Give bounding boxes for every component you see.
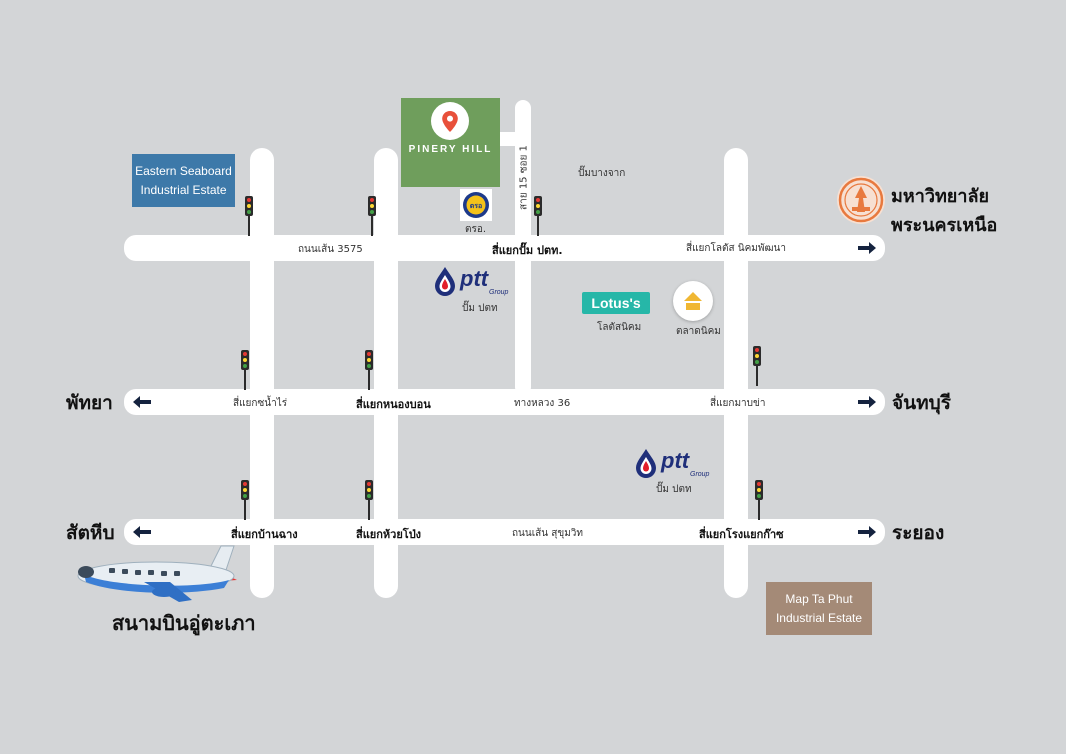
ptt-junction-label: สี่แยกปั๊ม ปตท. bbox=[492, 244, 563, 257]
ptt-group-text: Group bbox=[489, 289, 509, 296]
airport-label: สนามบินอู่ตะเภา bbox=[112, 611, 256, 635]
police-label: ตรอ. bbox=[465, 224, 487, 235]
ptt2-label: ปั๊ม ปตท bbox=[656, 484, 692, 495]
lotus-logo[interactable]: Lotus's bbox=[582, 292, 650, 314]
nongbon-label: สี่แยกหนองบอน bbox=[356, 398, 431, 411]
arrow-left-icon bbox=[133, 526, 151, 538]
bangchak-label: ปั๊มบางจาก bbox=[578, 168, 626, 179]
road-vertical-2 bbox=[374, 148, 398, 598]
market-label: ตลาดนิคม bbox=[676, 326, 721, 337]
rongkas-label: สี่แยกโรงแยกก๊าซ bbox=[699, 528, 784, 541]
pinery-hill-marker[interactable]: PINERY HILL bbox=[401, 98, 500, 187]
traffic-light-icon bbox=[365, 350, 373, 390]
lotus-junction-label: สี่แยกโลตัส นิคมพัฒนา bbox=[686, 243, 786, 254]
lotus-label: โลตัสนิคม bbox=[597, 322, 642, 333]
road-soi-branch bbox=[498, 132, 524, 146]
road-vertical-3 bbox=[724, 148, 748, 598]
traffic-light-icon bbox=[368, 196, 376, 236]
ptt-station-2[interactable]: ptt Group bbox=[634, 446, 714, 480]
eastern-line1: Eastern Seaboard bbox=[135, 163, 232, 178]
banchang-label: สี่แยกบ้านฉาง bbox=[231, 528, 298, 541]
road-soi-15 bbox=[515, 100, 531, 395]
pinery-hill-label: PINERY HILL bbox=[408, 144, 493, 155]
arrow-left-icon bbox=[133, 396, 151, 408]
eastern-line2: Industrial Estate bbox=[140, 182, 227, 197]
ptt-drop-icon bbox=[435, 267, 455, 296]
highway36-label: ทางหลวง 36 bbox=[514, 398, 571, 409]
arrow-right-icon bbox=[858, 526, 876, 538]
sukhumvit-label: ถนนเส้น สุขุมวิท bbox=[512, 528, 584, 539]
maptaphut-line1: Map Ta Phut bbox=[785, 591, 853, 606]
arrow-right-icon bbox=[858, 242, 876, 254]
traffic-light-icon bbox=[365, 480, 373, 520]
arrow-right-icon bbox=[858, 396, 876, 408]
soi-label: สาย 15 ซอย 1 bbox=[518, 145, 530, 210]
police-badge-icon: ตรอ bbox=[460, 189, 492, 221]
traffic-light-icon bbox=[755, 480, 763, 520]
traffic-light-icon bbox=[241, 350, 249, 390]
road-vertical-1 bbox=[250, 148, 274, 598]
ptt-group-text: Group bbox=[690, 471, 710, 478]
ptt1-label: ปั๊ม ปตท bbox=[462, 303, 498, 314]
traffic-light-icon bbox=[245, 196, 253, 236]
road-3575-label: ถนนเส้น 3575 bbox=[298, 244, 363, 255]
maptaphut-line2: Industrial Estate bbox=[775, 610, 863, 625]
airplane-icon bbox=[77, 545, 237, 602]
mabcha-label: สี่แยกมาบข่า bbox=[710, 398, 766, 409]
huaypong-label: สี่แยกห้วยโป่ง bbox=[356, 528, 422, 541]
university-line1: มหาวิทยาลัย bbox=[891, 186, 990, 207]
pin-icon bbox=[431, 102, 469, 140]
maptaphut-box[interactable]: Map Ta Phut Industrial Estate bbox=[766, 582, 872, 635]
traffic-light-icon bbox=[241, 480, 249, 520]
traffic-light-icon bbox=[534, 196, 542, 236]
city-sattahip: สัตหีบ bbox=[66, 522, 115, 544]
university-seal-icon bbox=[836, 175, 886, 225]
city-chanthaburi: จันทบุรี bbox=[892, 392, 951, 414]
city-rayong: ระยอง bbox=[892, 522, 945, 544]
city-pattaya: พัทยา bbox=[66, 392, 113, 414]
svg-text:ตรอ: ตรอ bbox=[470, 202, 483, 210]
nampai-label: สี่แยกซน้ำไร่ bbox=[233, 398, 288, 409]
eastern-seaboard-box[interactable]: Eastern Seaboard Industrial Estate bbox=[132, 154, 235, 207]
traffic-light-icon bbox=[753, 346, 761, 386]
university-line2: พระนครเหนือ bbox=[891, 215, 998, 236]
market-icon[interactable] bbox=[673, 281, 713, 321]
ptt-wordmark: ptt bbox=[661, 448, 690, 473]
ptt-wordmark: ptt bbox=[460, 266, 489, 291]
ptt-station-1[interactable]: ptt Group bbox=[433, 264, 513, 298]
ptt-drop-icon bbox=[636, 449, 656, 478]
